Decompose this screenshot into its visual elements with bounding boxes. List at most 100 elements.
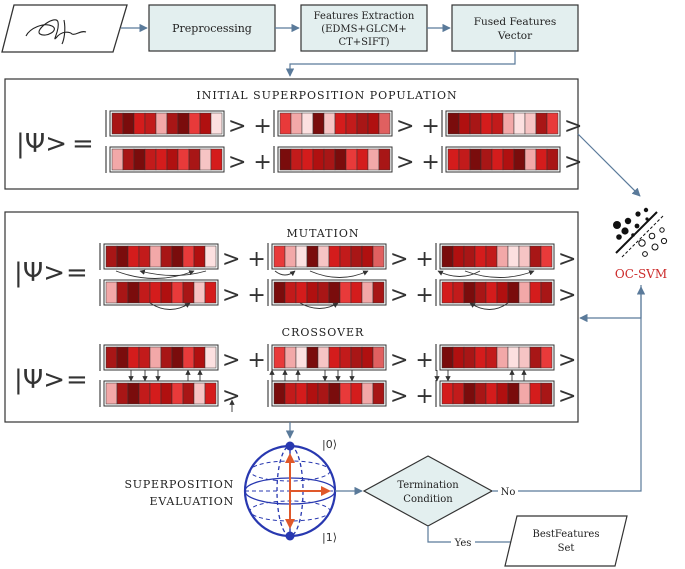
qubit-cell xyxy=(171,245,184,268)
qubit-cell xyxy=(356,112,369,135)
qubit-cell xyxy=(463,281,476,304)
qubit-cell xyxy=(138,245,151,268)
qubit-cell xyxy=(507,346,520,369)
qubit-cell xyxy=(474,245,487,268)
qubit-cell xyxy=(339,245,352,268)
register-frame xyxy=(103,380,219,407)
qubit-cell xyxy=(144,148,157,171)
qubit-cell xyxy=(306,382,319,405)
qubit-cell xyxy=(540,281,553,304)
mutation-row2-register-2: > xyxy=(435,279,576,308)
crossover-row1-register-0: > + xyxy=(99,344,266,373)
qubit-cell xyxy=(328,245,341,268)
qubit-cell xyxy=(452,245,465,268)
qubit-cell xyxy=(133,112,146,135)
qubit-cell xyxy=(138,346,151,369)
qubit-cell xyxy=(535,112,548,135)
signature-scribble xyxy=(25,19,87,45)
register-frame xyxy=(277,146,393,173)
ket-plus: > + xyxy=(222,283,266,308)
qubit-cell xyxy=(306,346,319,369)
qubit-cell xyxy=(474,281,487,304)
qubit-cell xyxy=(480,148,493,171)
qubit-cell xyxy=(193,281,206,304)
features-extraction-box: Features Extraction (EDMS+GLCM+ CT+SIFT) xyxy=(300,4,428,52)
decision-label-line2: Condition xyxy=(403,494,453,505)
ket-plus: > + xyxy=(390,348,434,373)
crossover-psi-label: |Ψ> xyxy=(14,365,65,395)
features-label-line1: Features Extraction xyxy=(314,11,415,22)
ket-end: > xyxy=(558,348,576,373)
qubit-cell xyxy=(290,148,303,171)
qubit-cell xyxy=(485,382,498,405)
qubit-cell xyxy=(496,281,509,304)
qubit-cell xyxy=(116,382,129,405)
fused-label-line1: Fused Features xyxy=(474,16,557,28)
decision-label-line1: Termination xyxy=(397,480,459,491)
qubit-cell xyxy=(171,281,184,304)
qubit-cell xyxy=(317,382,330,405)
mutation-equals: = xyxy=(66,258,88,288)
arrow-fused-to-population xyxy=(285,51,516,77)
qubit-cell xyxy=(485,281,498,304)
crossover-row2-register-1: > + xyxy=(267,380,434,409)
qubit-cell xyxy=(177,148,190,171)
ket-end: > xyxy=(564,114,582,139)
qubit-cell xyxy=(199,112,212,135)
qubit-cell xyxy=(463,346,476,369)
qubit-cell xyxy=(105,245,118,268)
qubit-cell xyxy=(350,346,363,369)
qubit-cell xyxy=(284,245,297,268)
register-frame xyxy=(439,279,555,306)
qubit-cell xyxy=(480,112,493,135)
mutation-title: MUTATION xyxy=(287,227,360,240)
crossover-equals: = xyxy=(66,365,88,395)
register-frame xyxy=(271,380,387,407)
qubit-cell xyxy=(111,112,124,135)
ket-plus: > + xyxy=(396,150,440,175)
qubit-cell xyxy=(485,346,498,369)
qubit-cell xyxy=(323,112,336,135)
initial-psi-label: |Ψ> xyxy=(16,129,67,159)
crossover-exchange-arrows xyxy=(128,369,527,412)
qubit-cell xyxy=(447,148,460,171)
ket-plus: > + xyxy=(222,348,266,373)
qubit-cell xyxy=(273,245,286,268)
qubit-cell xyxy=(441,245,454,268)
qubit-cell xyxy=(279,148,292,171)
qubit-cell xyxy=(284,346,297,369)
qubit-cell xyxy=(378,112,391,135)
qubit-cell xyxy=(350,245,363,268)
qubit-cell xyxy=(193,382,206,405)
fused-label-line2: Vector xyxy=(497,30,533,42)
qubit-cell xyxy=(458,112,471,135)
qubit-cell xyxy=(361,382,374,405)
qubit-cell xyxy=(546,148,559,171)
qubit-cell xyxy=(328,346,341,369)
evaluation-label-line2: EVALUATION xyxy=(150,495,234,508)
qubit-cell xyxy=(160,382,173,405)
features-label-line2: (EDMS+GLCM+ xyxy=(321,24,407,35)
qubit-cell xyxy=(323,148,336,171)
initial-row2-register-2: > xyxy=(441,146,582,175)
qubit-cell xyxy=(350,382,363,405)
termination-decision-node: Termination Condition xyxy=(362,455,494,527)
qubit-cell xyxy=(138,382,151,405)
qubit-cell xyxy=(301,112,314,135)
qubit-cell xyxy=(507,281,520,304)
qubit-cell xyxy=(540,245,553,268)
qubit-cell xyxy=(546,112,559,135)
signature-input-node xyxy=(1,4,128,53)
qubit-cell xyxy=(317,245,330,268)
qubit-cell xyxy=(155,148,168,171)
ket-end: > xyxy=(558,384,576,409)
qubit-cell xyxy=(204,281,217,304)
qubit-cell xyxy=(372,382,385,405)
initial-equals: = xyxy=(72,129,94,159)
arrow-yes-to-output xyxy=(427,526,521,547)
features-label-line3: CT+SIFT) xyxy=(338,37,389,48)
qubit-cell xyxy=(295,382,308,405)
ket-plus: > + xyxy=(228,150,272,175)
qubit-cell xyxy=(149,281,162,304)
